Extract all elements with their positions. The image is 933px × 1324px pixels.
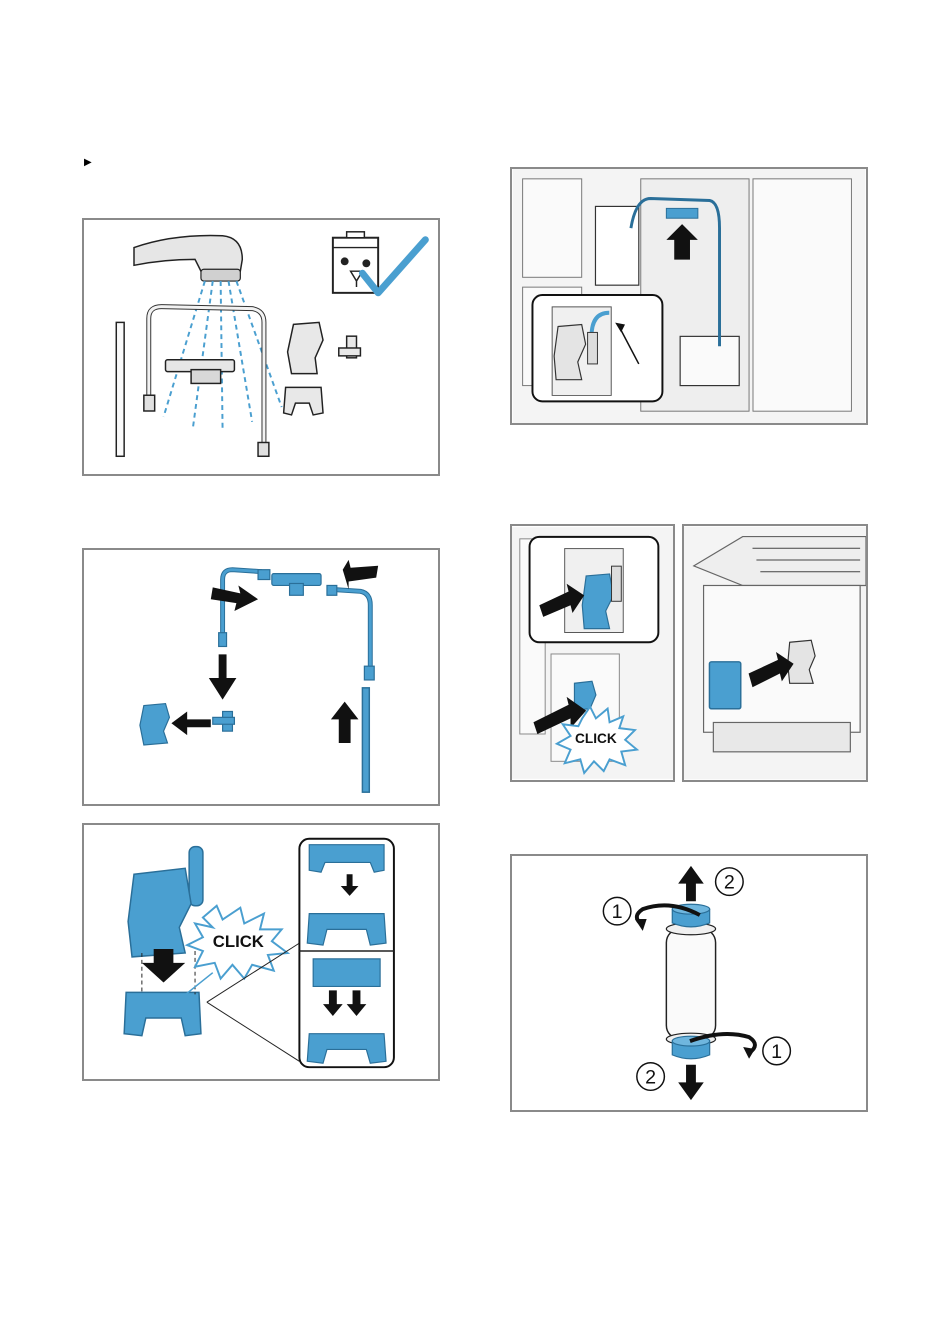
step-label-1-bottom: 1 (763, 1037, 791, 1065)
detail-inset (299, 839, 394, 1067)
figure-click-housing: CLICK (82, 823, 440, 1081)
svg-text:1: 1 (612, 901, 623, 923)
figure-remove-caps: 1 2 1 2 (510, 854, 868, 1112)
valve-parts (284, 322, 361, 415)
insert-holder-illustration (684, 526, 866, 780)
step-label-1-top: 1 (603, 897, 631, 925)
arrow-icon (171, 560, 378, 743)
assemble-tube-illustration (84, 550, 438, 804)
detail-inset (532, 295, 662, 401)
click-label: CLICK (213, 932, 264, 951)
figure-assemble-tube (82, 548, 440, 806)
arrow-icon (678, 866, 704, 901)
svg-text:2: 2 (645, 1066, 656, 1088)
svg-text:1: 1 (771, 1041, 782, 1063)
filter-cartridge (666, 923, 715, 1045)
step-label-2-top: 2 (716, 868, 744, 896)
insert-parts-illustration: CLICK (512, 526, 673, 780)
figure-insert-parts-right (682, 524, 868, 782)
click-housing-illustration: CLICK (84, 825, 438, 1079)
figure-remove-tube (510, 167, 868, 425)
tube-connector (666, 208, 698, 218)
arrow-icon (678, 1065, 704, 1100)
click-burst-icon: CLICK (187, 906, 287, 979)
svg-text:2: 2 (724, 871, 735, 893)
figure-insert-parts-left: CLICK (510, 524, 675, 782)
figure-rinse-parts (82, 218, 440, 476)
remove-caps-illustration: 1 2 1 2 (512, 856, 866, 1110)
click-label: CLICK (575, 731, 617, 746)
step-label-2-bottom: 2 (637, 1063, 665, 1091)
detail-inset (530, 537, 659, 642)
remove-tube-illustration (512, 169, 866, 423)
filter-holder (709, 662, 740, 709)
faucet-icon (134, 236, 242, 282)
rinse-illustration (84, 220, 438, 474)
bullet-marker: ▶ (84, 157, 92, 168)
valve-housing (124, 847, 203, 1036)
